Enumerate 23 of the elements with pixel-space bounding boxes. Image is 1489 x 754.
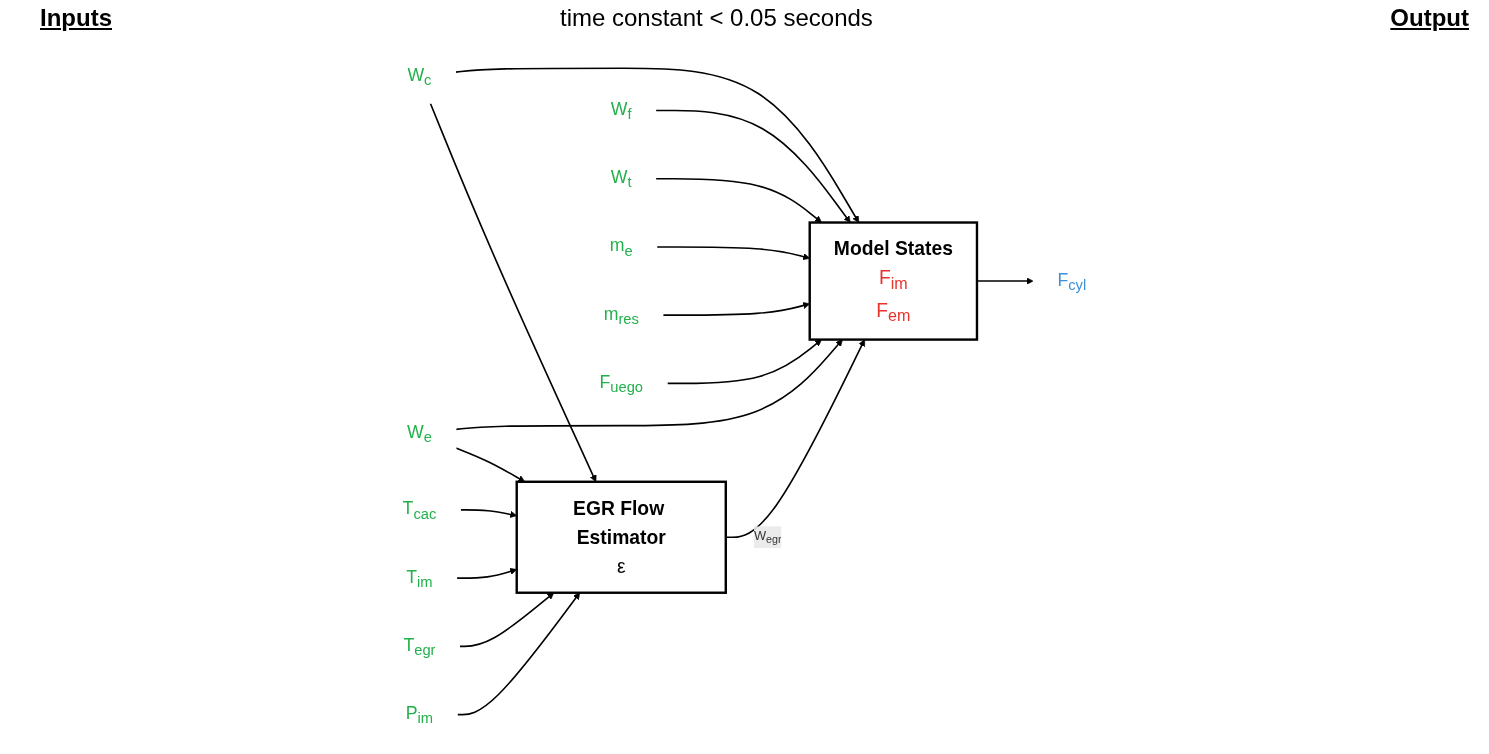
node-text: m$_{e}$	[609, 234, 633, 259]
edge-label: W$_{egr}$	[754, 528, 782, 546]
node-text: m$_{res}$	[603, 303, 639, 327]
node-text: W$_{c}$	[407, 64, 432, 88]
node-text: W$_{t}$	[610, 166, 632, 191]
note-text: time constant < 0.05 seconds	[560, 4, 873, 32]
node-text: W$_{f}$	[610, 98, 632, 122]
node-text: T$_{egr}$	[403, 634, 436, 658]
arrow	[655, 109, 851, 223]
node-box: EGR Flow Estimator ε	[515, 480, 728, 594]
arrow	[655, 177, 822, 223]
node-text: T$_{cac}$	[402, 497, 437, 522]
column-heading: Inputs	[40, 4, 112, 32]
arrow	[454, 67, 860, 223]
node-text: W$_{e}$	[407, 421, 432, 446]
arrow	[429, 101, 597, 482]
node-text: T$_{im}$	[406, 566, 433, 590]
column-heading: Output	[1390, 4, 1469, 32]
node-box: Model States F$_{im}$ F$_{em}$	[808, 220, 979, 341]
node-text: P$_{im}$	[405, 702, 434, 727]
arrow	[455, 446, 526, 482]
node-text: F$_{cyl}$	[1057, 268, 1087, 293]
node-text: F$_{uego}$	[599, 371, 644, 395]
